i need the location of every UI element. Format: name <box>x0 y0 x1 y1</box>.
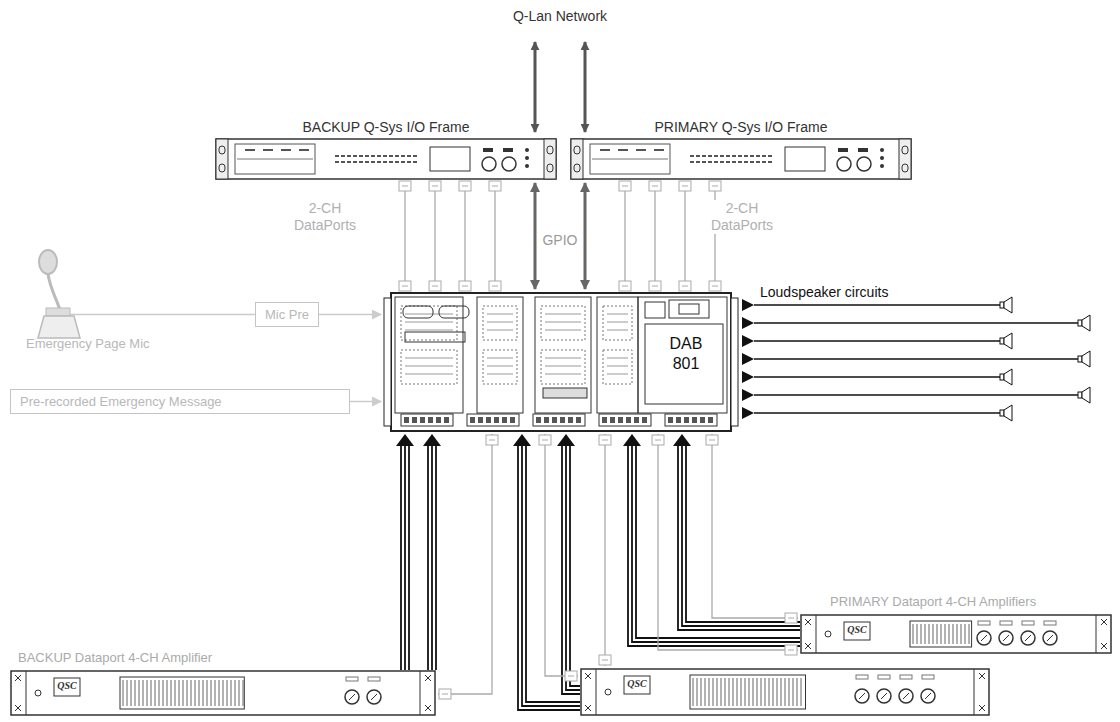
brand-logo: QSC <box>626 678 648 690</box>
amp-output <box>513 434 580 710</box>
qlan-arrows <box>535 42 585 132</box>
amp-output <box>623 434 800 646</box>
gpio-arrow <box>535 183 536 289</box>
unit-name: DAB 801 <box>655 334 717 374</box>
amplifier: QSC <box>580 668 990 716</box>
signal-label: GPIO <box>542 232 577 249</box>
rack-frame <box>215 138 557 180</box>
io-frame: PRIMARY Q-Sys I/O Frame <box>570 118 912 180</box>
dab-chassis: DAB 801 <box>383 292 739 432</box>
audio-input-arrow <box>350 401 381 402</box>
gpio-arrow <box>585 183 586 289</box>
port-label: 2-CH DataPorts <box>706 200 778 234</box>
box-label: Pre-recorded Emergency Message <box>20 394 340 409</box>
source-box: Pre-recorded Emergency Message <box>10 389 350 414</box>
dataport-cable <box>399 181 501 291</box>
box-label: Mic Pre <box>265 307 309 322</box>
amp-chassis <box>10 670 436 716</box>
mic-symbol <box>26 248 86 340</box>
source-box: Mic Pre <box>255 302 319 327</box>
microphone: Emergency Page Mic <box>26 248 166 358</box>
amp-chassis <box>580 668 990 716</box>
rack-frame <box>570 138 912 180</box>
mic-cable <box>56 315 255 329</box>
loudspeaker-circuits <box>742 297 1090 421</box>
dataport-cable <box>619 181 721 291</box>
amp-label: BACKUP Dataport 4-CH Amplifier <box>18 650 212 666</box>
frame-label: PRIMARY Q-Sys I/O Frame <box>570 118 912 138</box>
frame-label: BACKUP Q-Sys I/O Frame <box>215 118 557 138</box>
circuit-label: Loudspeaker circuits <box>760 284 888 301</box>
dataport-cable <box>438 434 498 699</box>
audio-input-arrow <box>319 314 381 315</box>
amp-label: PRIMARY Dataport 4-CH Amplifiers <box>830 594 1036 610</box>
amplifier: BACKUP Dataport 4-CH AmplifierQSC <box>10 650 436 716</box>
brand-logo: QSC <box>56 680 78 692</box>
amplifier: PRIMARY Dataport 4-CH AmplifiersQSC <box>800 594 1112 654</box>
brand-logo: QSC <box>846 624 868 636</box>
port-label: 2-CH DataPorts <box>289 200 361 234</box>
dataport-cable <box>652 434 798 655</box>
network-label: Q-Lan Network <box>513 8 607 25</box>
amp-output <box>396 434 441 670</box>
io-frame: BACKUP Q-Sys I/O Frame <box>215 118 557 180</box>
dataport-cable <box>539 434 611 681</box>
amp-chassis <box>800 614 1112 654</box>
mic-label: Emergency Page Mic <box>26 336 150 351</box>
